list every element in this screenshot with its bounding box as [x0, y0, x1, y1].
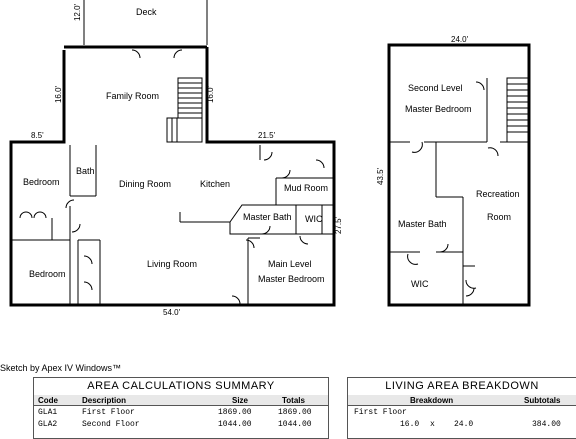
- dimension-family-right: 16.0': [206, 85, 216, 104]
- dimension-top-second: 24.0': [451, 35, 469, 44]
- room-label-second-level: Second Level: [408, 83, 463, 93]
- room-label-master-bath-2: Master Bath: [398, 219, 447, 229]
- header-size: Size: [232, 396, 249, 405]
- row-description: First Floor: [82, 408, 135, 417]
- floor-plan-sketch: [9, 0, 531, 307]
- second-floor-outline: [387, 43, 531, 307]
- breakdown-a: 16.0: [400, 420, 420, 429]
- breakdown-b: 24.0: [454, 420, 474, 429]
- dimension-family-left: 16.0': [54, 85, 64, 104]
- header-breakdown: Breakdown: [410, 396, 454, 405]
- dimension-bottom: 54.0': [163, 308, 181, 317]
- room-label-deck: Deck: [136, 7, 157, 17]
- room-label-living-room: Living Room: [147, 259, 198, 269]
- room-label-master-bedroom-1: Master Bedroom: [258, 274, 325, 284]
- room-label-room: Room: [487, 212, 512, 222]
- breakdown-op: x: [430, 420, 435, 429]
- software-credit: Sketch by Apex IV Windows™: [0, 363, 122, 373]
- header-code: Code: [38, 396, 58, 405]
- room-label-mud-room: Mud Room: [284, 183, 329, 193]
- dimension-side-second: 43.5': [376, 167, 386, 186]
- breakdown-subtotal: 384.00: [532, 420, 561, 429]
- header-subtotals: Subtotals: [524, 396, 561, 405]
- area-summary-title: AREA CALCULATIONS SUMMARY: [87, 380, 275, 392]
- header-totals: Totals: [282, 396, 305, 405]
- room-label-family-room: Family Room: [106, 91, 160, 101]
- row-total: 1869.00: [278, 408, 312, 417]
- room-label-main-level: Main Level: [268, 259, 312, 269]
- dimension-left-offset: 8.5': [31, 131, 44, 140]
- room-label-bath: Bath: [76, 166, 95, 176]
- room-label-master-bedroom-2: Master Bedroom: [405, 104, 472, 114]
- room-label-bedroom-1: Bedroom: [23, 177, 60, 187]
- row-size: 1044.00: [218, 420, 252, 429]
- room-label-kitchen: Kitchen: [200, 179, 231, 189]
- first-floor-outline: [9, 47, 336, 307]
- row-code: GLA1: [38, 408, 58, 417]
- header-description: Description: [82, 396, 127, 405]
- room-label-dining-room: Dining Room: [119, 179, 172, 189]
- row-total: 1044.00: [278, 420, 312, 429]
- dimension-right-side: 27.5': [334, 216, 344, 235]
- room-label-recreation: Recreation: [476, 189, 520, 199]
- living-area-title: LIVING AREA BREAKDOWN: [385, 380, 539, 392]
- section-first-floor: First Floor: [354, 408, 407, 417]
- row-size: 1869.00: [218, 408, 252, 417]
- room-label-wic-1: WIC: [305, 214, 323, 224]
- room-label-bedroom-2: Bedroom: [29, 269, 66, 279]
- dimension-right-offset: 21.5': [258, 131, 276, 140]
- area-calculations-summary: AREA CALCULATIONS SUMMARY Code Descripti…: [33, 377, 329, 439]
- row-code: GLA2: [38, 420, 58, 429]
- room-label-wic-2: WIC: [411, 279, 429, 289]
- row-description: Second Floor: [82, 420, 140, 429]
- living-area-breakdown: LIVING AREA BREAKDOWN Breakdown Subtotal…: [347, 377, 576, 439]
- room-label-master-bath-1: Master Bath: [243, 212, 292, 222]
- dimension-deck: 12.0': [73, 3, 83, 22]
